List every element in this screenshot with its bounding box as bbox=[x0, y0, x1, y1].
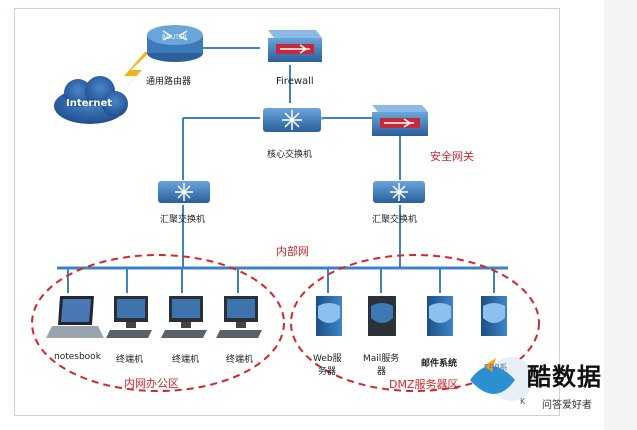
agg-switch-left-icon bbox=[158, 181, 210, 203]
terminal-2-label: 终端机 bbox=[172, 355, 200, 365]
office-zone-label: 内网办公区 bbox=[124, 377, 179, 390]
internet-label: Internet bbox=[66, 98, 113, 109]
dmz-zone-label: DMZ服务器区 bbox=[389, 378, 459, 391]
terminal-1-label: 终端机 bbox=[116, 355, 144, 365]
erp-server-label: ERP系 bbox=[484, 363, 508, 372]
connection-lines bbox=[57, 47, 508, 293]
lightning-icon bbox=[118, 52, 150, 96]
agg-switch-left-label: 汇聚交换机 bbox=[160, 215, 206, 225]
office-zone-ellipse bbox=[31, 254, 285, 392]
erp-server-icon bbox=[481, 296, 507, 336]
notebook-icon bbox=[46, 296, 104, 338]
terminal-1-icon bbox=[106, 296, 152, 338]
core-switch-icon bbox=[263, 108, 324, 132]
firewall-label: Firewall bbox=[276, 76, 314, 87]
web-server-label-line2: 务器 bbox=[318, 367, 337, 377]
mail-server-icon bbox=[368, 296, 396, 336]
router-badge: ROUTER bbox=[162, 34, 187, 41]
terminal-2-icon bbox=[161, 296, 207, 338]
watermark-title: 酷数据 bbox=[527, 363, 602, 391]
router-label: 通用路由器 bbox=[146, 77, 192, 87]
intranet-label: 内部网 bbox=[276, 245, 309, 258]
security-gateway-label: 安全网关 bbox=[430, 150, 474, 163]
watermark-subtitle: 问答爱好者 bbox=[542, 400, 592, 411]
mail-system-server-icon bbox=[427, 296, 453, 336]
right-margin-strip bbox=[604, 0, 637, 430]
firewall-icon bbox=[268, 30, 322, 62]
dmz-zone-ellipse bbox=[290, 254, 540, 392]
diagram-frame bbox=[14, 8, 560, 416]
mail-server-label-line2: 器 bbox=[377, 367, 387, 377]
agg-switch-right-icon bbox=[373, 181, 425, 203]
mail-system-label: 邮件系统 bbox=[421, 359, 458, 369]
terminal-3-label: 终端机 bbox=[226, 355, 254, 365]
router-icon bbox=[147, 25, 203, 62]
core-switch-label: 核心交换机 bbox=[267, 150, 313, 160]
internet-cloud-icon bbox=[54, 76, 128, 124]
mail-server-label-line1: Mail服务 bbox=[363, 354, 400, 364]
watermark-k: K bbox=[520, 397, 526, 406]
agg-switch-right-label: 汇聚交换机 bbox=[372, 215, 418, 225]
web-server-icon bbox=[316, 296, 342, 336]
web-server-label-line1: Web服 bbox=[313, 354, 342, 364]
watermark-logo-icon bbox=[470, 356, 533, 401]
notebook-label: notesbook bbox=[54, 352, 101, 362]
security-gateway-icon bbox=[372, 105, 428, 136]
terminal-3-icon bbox=[216, 296, 262, 338]
